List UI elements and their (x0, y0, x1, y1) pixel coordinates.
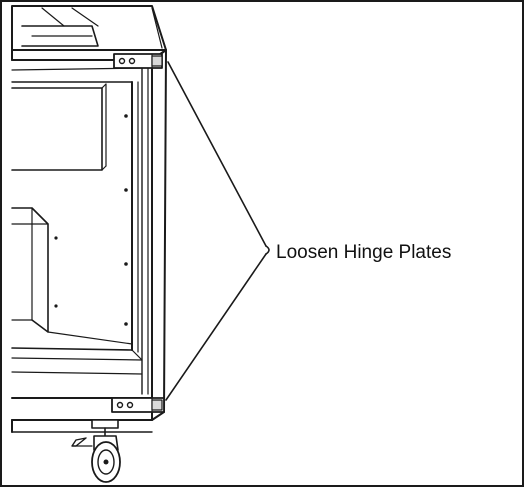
cabinet-front (11, 49, 167, 433)
callout-leaders (165, 61, 270, 401)
interior-box (11, 207, 49, 333)
callout-label: Loosen Hinge Plates (276, 242, 452, 263)
hinge-plate-top (113, 53, 163, 69)
door-frame (11, 67, 149, 395)
interior-floor (11, 331, 143, 375)
cabinet-top (11, 5, 167, 61)
screw-holes (54, 114, 128, 326)
hinge-plate-bottom (111, 397, 165, 413)
interior-panel (11, 83, 107, 171)
caster-wheel-icon (71, 419, 121, 483)
